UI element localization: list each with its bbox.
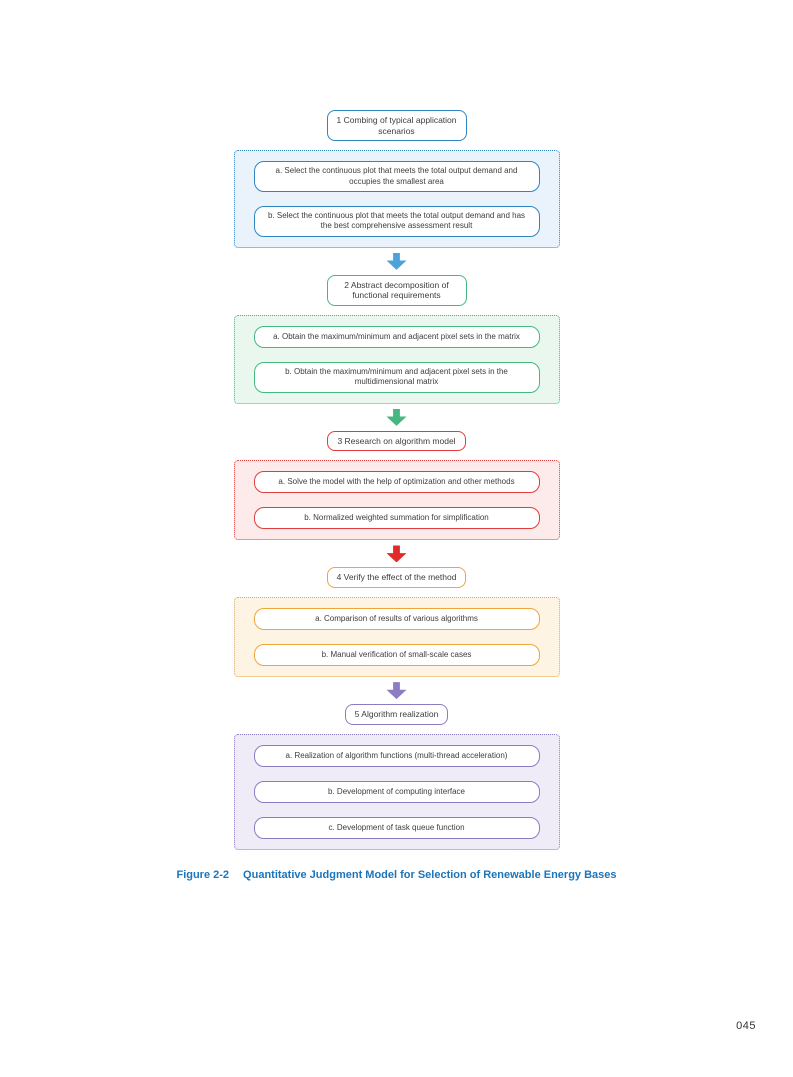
stage-5-header-label: 5 Algorithm realization — [354, 709, 439, 720]
stage-5-item-c: c. Development of task queue function — [253, 816, 540, 839]
stage-3-item-b-label: b. Normalized weighted summation for sim… — [304, 513, 489, 523]
stage-2-container: a. Obtain the maximum/minimum and adjace… — [233, 315, 560, 404]
stage-4-item-a: a. Comparison of results of various algo… — [253, 608, 540, 631]
stage-4-header-box: 4 Verify the effect of the method — [326, 567, 467, 589]
stage-5-header-box: 5 Algorithm realization — [344, 704, 449, 725]
stage-1-item-a-label: a. Select the continuous plot that meets… — [275, 166, 518, 186]
stage-1-item-b: b. Select the continuous plot that meets… — [253, 206, 540, 237]
stage-2-item-b: b. Obtain the maximum/minimum and adjace… — [253, 362, 540, 393]
stage-4-item-a-label: a. Comparison of results of various algo… — [315, 613, 478, 623]
stage-2-item-a-label: a. Obtain the maximum/minimum and adjace… — [273, 331, 520, 341]
stage-3: 3 Research on algorithm model a. Solve t… — [233, 430, 560, 541]
stage-5-item-c-label: c. Development of task queue function — [328, 822, 465, 832]
flowchart: 1 Combing of typical application scenari… — [0, 110, 793, 881]
stage-3-item-a-label: a. Solve the model with the help of opti… — [278, 477, 515, 487]
stage-2: 2 Abstract decomposition of functional r… — [233, 274, 560, 404]
stage-3-header-label: 3 Research on algorithm model — [337, 435, 456, 446]
stage-5-item-a-label: a. Realization of algorithm functions (m… — [285, 750, 508, 760]
down-arrow-icon — [386, 545, 407, 563]
stage-4-container: a. Comparison of results of various algo… — [233, 597, 560, 678]
stage-4: 4 Verify the effect of the method a. Com… — [233, 567, 560, 678]
stage-5-item-a: a. Realization of algorithm functions (m… — [253, 744, 540, 767]
stage-3-item-a: a. Solve the model with the help of opti… — [253, 471, 540, 494]
stage-4-item-b: b. Manual verification of small-scale ca… — [253, 644, 540, 667]
stage-1-header-label: 1 Combing of typical application scenari… — [336, 115, 457, 136]
figure-caption-title: Quantitative Judgment Model for Selectio… — [243, 868, 617, 881]
stage-2-header-box: 2 Abstract decomposition of functional r… — [326, 274, 467, 307]
stage-1-container: a. Select the continuous plot that meets… — [233, 150, 560, 248]
stage-1-item-b-label: b. Select the continuous plot that meets… — [267, 211, 526, 231]
stage-1: 1 Combing of typical application scenari… — [233, 110, 560, 248]
figure-caption: Figure 2-2 Quantitative Judgment Model fo… — [176, 869, 616, 881]
down-arrow-icon — [386, 252, 407, 270]
page-number: 045 — [736, 1020, 756, 1032]
stage-2-header-label: 2 Abstract decomposition of functional r… — [344, 279, 449, 301]
stage-4-header-label: 4 Verify the effect of the method — [336, 572, 457, 583]
stage-1-item-a: a. Select the continuous plot that meets… — [253, 161, 540, 193]
down-arrow-icon — [386, 682, 407, 700]
stage-3-header-box: 3 Research on algorithm model — [327, 430, 466, 452]
stage-3-container: a. Solve the model with the help of opti… — [233, 460, 560, 541]
stage-5: 5 Algorithm realization a. Realization o… — [233, 704, 560, 850]
figure-caption-label: Figure 2-2 — [176, 868, 230, 881]
stage-2-item-b-label: b. Obtain the maximum/minimum and adjace… — [285, 367, 508, 387]
stage-1-header-box: 1 Combing of typical application scenari… — [326, 110, 467, 142]
stage-3-item-b: b. Normalized weighted summation for sim… — [253, 507, 540, 530]
stage-2-item-a: a. Obtain the maximum/minimum and adjace… — [253, 326, 540, 349]
stage-4-item-b-label: b. Manual verification of small-scale ca… — [321, 649, 472, 659]
down-arrow-icon — [386, 408, 407, 426]
stage-5-container: a. Realization of algorithm functions (m… — [233, 733, 560, 850]
stage-5-item-b: b. Development of computing interface — [253, 780, 540, 803]
stage-5-item-b-label: b. Development of computing interface — [328, 786, 465, 796]
